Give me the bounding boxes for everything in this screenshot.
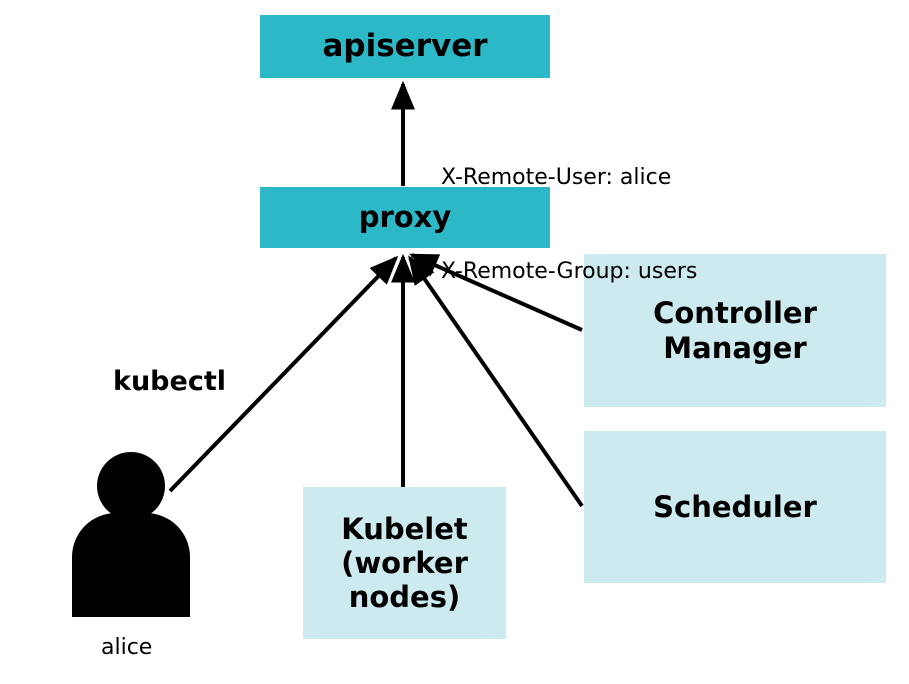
node-kubelet-label: Kubelet (worker nodes) [341, 512, 468, 615]
node-proxy-label: proxy [358, 200, 452, 235]
node-kubelet-label-line2: (worker [341, 545, 468, 580]
node-kubelet: Kubelet (worker nodes) [303, 487, 506, 639]
person-icon [72, 452, 190, 617]
actor-alice-label: alice [101, 635, 153, 660]
person-icon-head [97, 452, 165, 520]
node-controller-manager-label-line1: Controller [653, 296, 817, 331]
edge-alice-to-proxy [168, 255, 399, 493]
node-controller-manager-label-line2: Manager [663, 330, 807, 365]
node-scheduler-label: Scheduler [653, 489, 817, 524]
edge-scheduler-to-proxy [408, 255, 584, 508]
node-apiserver: apiserver [260, 15, 550, 78]
node-controller-manager-label: Controller Manager [653, 296, 817, 364]
edge-controller-manager-to-proxy [409, 253, 583, 332]
node-kubelet-label-line1: Kubelet [341, 511, 468, 546]
node-controller-manager: Controller Manager [584, 254, 886, 407]
edge-label-remote-headers: X-Remote-User: alice X-Remote-Group: use… [441, 100, 697, 350]
node-apiserver-label: apiserver [322, 28, 488, 65]
person-icon-body [72, 513, 190, 617]
node-kubelet-label-line3: nodes) [348, 580, 461, 615]
edge-label-remote-group: X-Remote-Group: users [441, 259, 698, 285]
node-scheduler: Scheduler [584, 431, 886, 583]
node-proxy: proxy [260, 187, 550, 248]
edge-label-kubectl: kubectl [113, 366, 226, 397]
edge-label-remote-user: X-Remote-User: alice [441, 165, 672, 191]
